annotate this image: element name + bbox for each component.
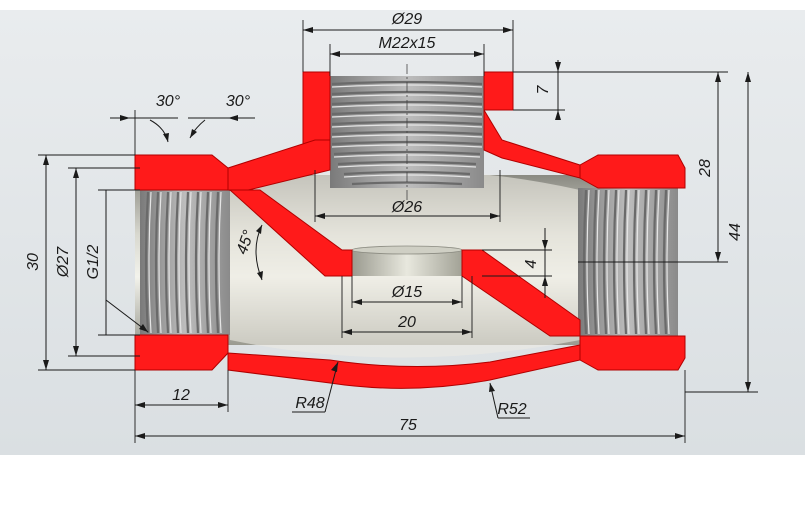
- dim-12: 12: [134, 370, 229, 412]
- label-d26: Ø26: [391, 199, 422, 216]
- dim-angle-left: 30°: [110, 93, 181, 155]
- cut-wall-upper-right: [483, 108, 581, 179]
- dim-28: 28: [513, 71, 728, 263]
- section-cut: [134, 71, 686, 389]
- cut-partition-left: [228, 189, 353, 277]
- label-angle-left: 30°: [156, 93, 181, 110]
- left-thread-lines: [144, 191, 222, 334]
- dim-r48: R48: [292, 361, 339, 413]
- label-d29: Ø29: [391, 11, 422, 28]
- cut-left-top: [134, 154, 229, 191]
- label-angle-right: 30°: [226, 93, 251, 110]
- label-m22: M22x15: [379, 35, 436, 52]
- dim-75: 75: [134, 370, 686, 443]
- label-75: 75: [399, 417, 417, 434]
- dim-m22: M22x15: [329, 35, 485, 76]
- label-g12: G1/2: [85, 245, 102, 280]
- label-4: 4: [523, 259, 540, 268]
- label-r52: R52: [497, 401, 526, 418]
- label-7: 7: [535, 84, 552, 94]
- dim-20: 20: [341, 276, 473, 338]
- label-d27: Ø27: [55, 246, 72, 278]
- label-d15: Ø15: [391, 284, 422, 301]
- label-r48: R48: [295, 395, 324, 412]
- label-12: 12: [172, 387, 190, 404]
- cut-right-bottom: [579, 335, 686, 371]
- dim-d29: Ø29: [302, 11, 514, 72]
- dim-4: 4: [482, 228, 552, 298]
- dim-d26: Ø26: [314, 170, 501, 222]
- label-20: 20: [397, 314, 416, 331]
- dim-angle-right: 30°: [188, 93, 255, 139]
- cut-left-bottom: [134, 334, 229, 371]
- cut-right-top: [579, 154, 686, 189]
- label-28: 28: [697, 159, 714, 178]
- cut-wall-bottom: [227, 344, 581, 389]
- dim-44: 44: [685, 72, 758, 393]
- dim-g12: G1/2: [85, 189, 149, 336]
- cut-top-right: [483, 71, 514, 111]
- seat-opening: [351, 245, 463, 255]
- dim-r52: R52: [489, 382, 530, 419]
- label-44: 44: [727, 223, 744, 241]
- dim-d27: Ø27: [55, 167, 140, 357]
- dim-30: 30: [25, 154, 135, 371]
- cut-wall-upper-left: [227, 139, 331, 193]
- label-30: 30: [25, 253, 42, 271]
- dim-d15: Ø15: [351, 276, 463, 308]
